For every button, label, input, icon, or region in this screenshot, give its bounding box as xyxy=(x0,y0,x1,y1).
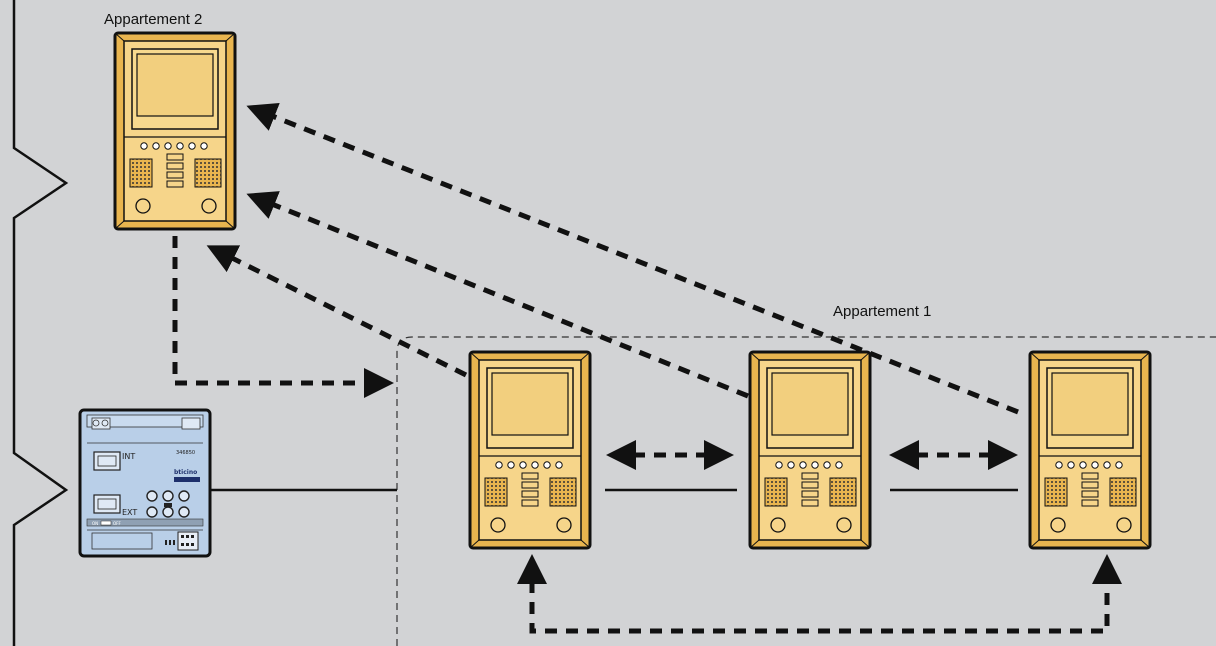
interface-module: INT 346850 bticino EXT ON OFF xyxy=(78,408,212,558)
intercom-path-monitor-1-3-loop xyxy=(517,554,1122,634)
port-ext-label: EXT xyxy=(122,508,137,517)
apartment-2-label: Appartement 2 xyxy=(104,11,202,28)
switch-off-label: OFF xyxy=(113,521,121,526)
port-int-label: INT xyxy=(122,452,135,461)
model-number: 346850 xyxy=(176,450,195,456)
video-monitor-apartment-1-c xyxy=(1028,350,1152,550)
video-monitor-apartment-1-b xyxy=(748,350,872,550)
call-path-monitor-3-to-apartment-2 xyxy=(246,102,1019,415)
call-path-apartment-2-to-apartment-1 xyxy=(172,236,394,398)
riser-wall xyxy=(12,0,69,646)
brand-logo: bticino xyxy=(174,469,197,476)
switch-on-label: ON xyxy=(92,521,98,526)
call-path-monitor-1-to-apartment-2 xyxy=(206,245,468,378)
video-monitor-apartment-2 xyxy=(113,31,237,231)
video-monitor-apartment-1-a xyxy=(468,350,592,550)
apartment-1-label: Appartement 1 xyxy=(833,303,931,320)
call-path-monitor-2-to-apartment-2 xyxy=(246,191,749,399)
